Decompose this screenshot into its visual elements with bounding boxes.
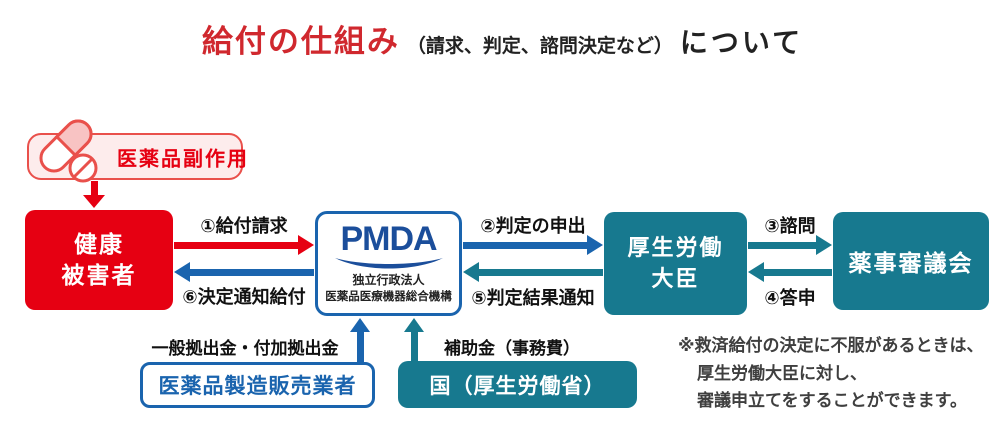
flow-label-subsidy: 補助金（事務費） (444, 339, 580, 358)
mhlw-label-line2: 大臣 (651, 265, 700, 291)
government-label: 国（厚生労働省） (429, 374, 606, 398)
pmda-logo: PMDA (340, 220, 437, 259)
arrow-contribution-up (350, 318, 370, 362)
pmda-org-type: 独立行政法人 (352, 273, 425, 288)
arrow-head-left (748, 262, 764, 282)
appeal-note-line3: 審議申立てをすることができます。 (697, 391, 967, 411)
arrow-stem (356, 332, 364, 362)
flow-label-contribution: 一般拠出金・付加拠出金 (151, 339, 339, 358)
title-main: 給付の仕組み (201, 24, 400, 59)
flow-label-report: ④答申 (764, 288, 816, 308)
arrow-stem (410, 332, 418, 361)
manufacturer-label: 医薬品製造販売業者 (158, 375, 357, 398)
page-title: 給付の仕組み （請求、判定、諮問決定など） について (0, 16, 1005, 61)
arrow-head-right (587, 235, 603, 255)
side-effect-label: 医薬品副作用 (117, 148, 249, 170)
arrow-decision-notice (174, 262, 314, 282)
arrow-benefit-claim (174, 235, 314, 255)
arrow-stem (479, 268, 603, 276)
victim-label-line1: 健康 (74, 230, 124, 257)
node-mhlw-minister: 厚生労働 大臣 (604, 212, 747, 315)
arrow-head-up (404, 318, 424, 332)
node-drug-manufacturer: 医薬品製造販売業者 (140, 362, 375, 408)
victim-label-line2: 被害者 (61, 262, 137, 288)
arrow-stem (91, 181, 98, 196)
arrow-head-up (350, 318, 370, 332)
appeal-note-line1: ※救済給付の決定に不服があるときは、 (678, 336, 984, 355)
title-suffix: について (679, 27, 804, 58)
title-subtitle: （請求、判定、諮問決定など） (406, 36, 673, 57)
flow-label-judgment-request: ②判定の申出 (480, 216, 586, 236)
arrow-stem (463, 241, 587, 249)
arrow-stem (174, 241, 298, 249)
arrow-consultation (748, 235, 832, 255)
arrow-stem (764, 268, 832, 276)
arrow-side-effect-to-victim (83, 181, 105, 208)
arrow-head-right (816, 235, 832, 255)
arrow-subsidy-up (404, 318, 424, 361)
flow-label-benefit-claim: ①給付請求 (200, 216, 288, 236)
node-health-victim: 健康 被害者 (25, 210, 173, 310)
arrow-head-down (83, 195, 105, 208)
appeal-note: ※救済給付の決定に不服があるときは、 厚生労働大臣に対し、 審議申立てをすること… (678, 332, 984, 415)
arrow-judgment-request (463, 235, 603, 255)
node-pharma-council: 薬事審議会 (833, 212, 989, 310)
arrow-judgment-result (463, 262, 603, 282)
arrow-head-left (463, 262, 479, 282)
node-government: 国（厚生労働省） (398, 361, 637, 408)
arrow-report (748, 262, 832, 282)
arrow-head-left (174, 262, 190, 282)
appeal-note-line2: 厚生労働大臣に対し、 (697, 363, 867, 383)
arrow-stem (748, 241, 816, 249)
flow-label-decision-notice: ⑥決定通知給付 (182, 287, 306, 307)
flow-label-judgment-result: ⑤判定結果通知 (471, 288, 595, 308)
council-label: 薬事審議会 (848, 250, 974, 276)
flow-label-consultation: ③諮問 (764, 216, 816, 236)
mhlw-label-line1: 厚生労働 (627, 234, 724, 260)
pmda-swoosh-icon (334, 258, 443, 269)
arrow-stem (190, 268, 314, 276)
pills-icon (39, 119, 98, 183)
node-pmda: PMDA 独立行政法人 医薬品医療機器総合機構 (315, 211, 462, 316)
pmda-org-name: 医薬品医療機器総合機構 (325, 290, 452, 303)
arrow-head-right (298, 235, 314, 255)
